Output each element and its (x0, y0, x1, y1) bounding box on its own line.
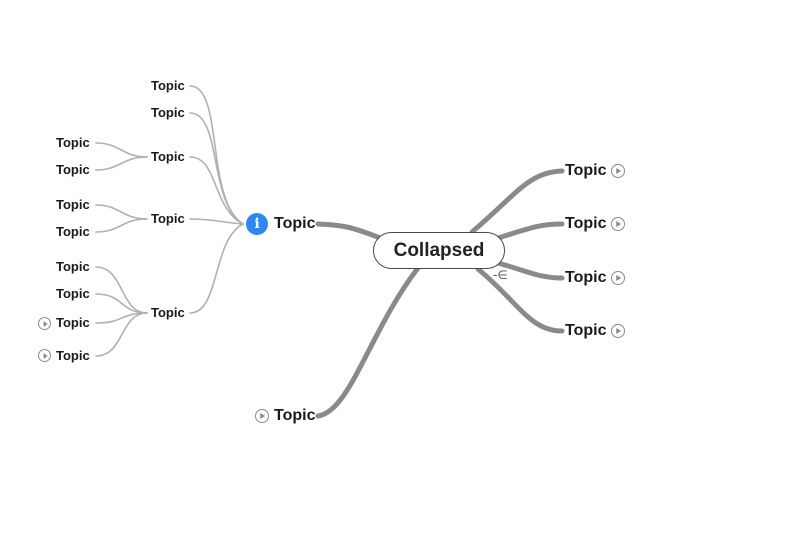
connector-l2-5 (189, 223, 244, 314)
info-icon[interactable]: i (246, 213, 268, 235)
right-branch-topic-4[interactable]: Topic (565, 322, 607, 339)
connector-l3-3a (95, 142, 148, 158)
right-branch-topic-3[interactable]: Topic (565, 269, 607, 286)
connector-right-1 (469, 168, 565, 235)
connector-l3-5d (95, 312, 148, 357)
subtopic-1[interactable]: Topic (151, 78, 185, 93)
subtopic-3-child-2[interactable]: Topic (56, 162, 90, 177)
connector-l2-3 (189, 156, 244, 225)
subtopic-2[interactable]: Topic (151, 105, 185, 120)
subtopic-5-child-1[interactable]: Topic (56, 259, 90, 274)
connector-l2-1 (189, 85, 244, 225)
connector-l2-2 (189, 112, 244, 225)
expand-play-icon[interactable] (611, 271, 625, 285)
subtopic-5[interactable]: Topic (151, 305, 185, 320)
connector-bottom-branch (315, 265, 421, 419)
subtopic-5-child-3[interactable]: Topic (56, 315, 90, 330)
subtopic-4[interactable]: Topic (151, 211, 185, 226)
bottom-branch-topic[interactable]: Topic (274, 407, 316, 424)
collapse-toggle-icon[interactable]: -∈ (493, 268, 508, 282)
subtopic-4-child-2[interactable]: Topic (56, 224, 90, 239)
subtopic-3[interactable]: Topic (151, 149, 185, 164)
connector-right-3 (495, 260, 565, 281)
connector-l3-5a (95, 266, 148, 314)
expand-play-icon[interactable] (611, 217, 625, 231)
subtopic-5-child-4[interactable]: Topic (56, 348, 90, 363)
expand-play-icon[interactable] (611, 164, 625, 178)
expand-play-icon[interactable] (255, 409, 269, 423)
expand-play-icon[interactable] (38, 349, 51, 362)
subtopic-5-child-2[interactable]: Topic (56, 286, 90, 301)
connector-l3-4a (95, 204, 148, 220)
subtopic-4-child-1[interactable]: Topic (56, 197, 90, 212)
right-branch-topic-1[interactable]: Topic (565, 162, 607, 179)
connector-l3-4b (95, 218, 148, 233)
subtopic-3-child-1[interactable]: Topic (56, 135, 90, 150)
right-branch-topic-2[interactable]: Topic (565, 215, 607, 232)
expand-play-icon[interactable] (611, 324, 625, 338)
connector-l2-4 (189, 218, 244, 225)
connector-l3-3b (95, 156, 148, 171)
connector-right-2 (495, 221, 565, 241)
expand-play-icon[interactable] (38, 317, 51, 330)
central-topic[interactable]: Collapsed (373, 232, 505, 269)
left-branch-topic[interactable]: Topic (274, 215, 316, 232)
connector-left-branch (315, 221, 383, 241)
connector-l3-5b (95, 293, 148, 314)
connector-right-4 (475, 266, 565, 334)
